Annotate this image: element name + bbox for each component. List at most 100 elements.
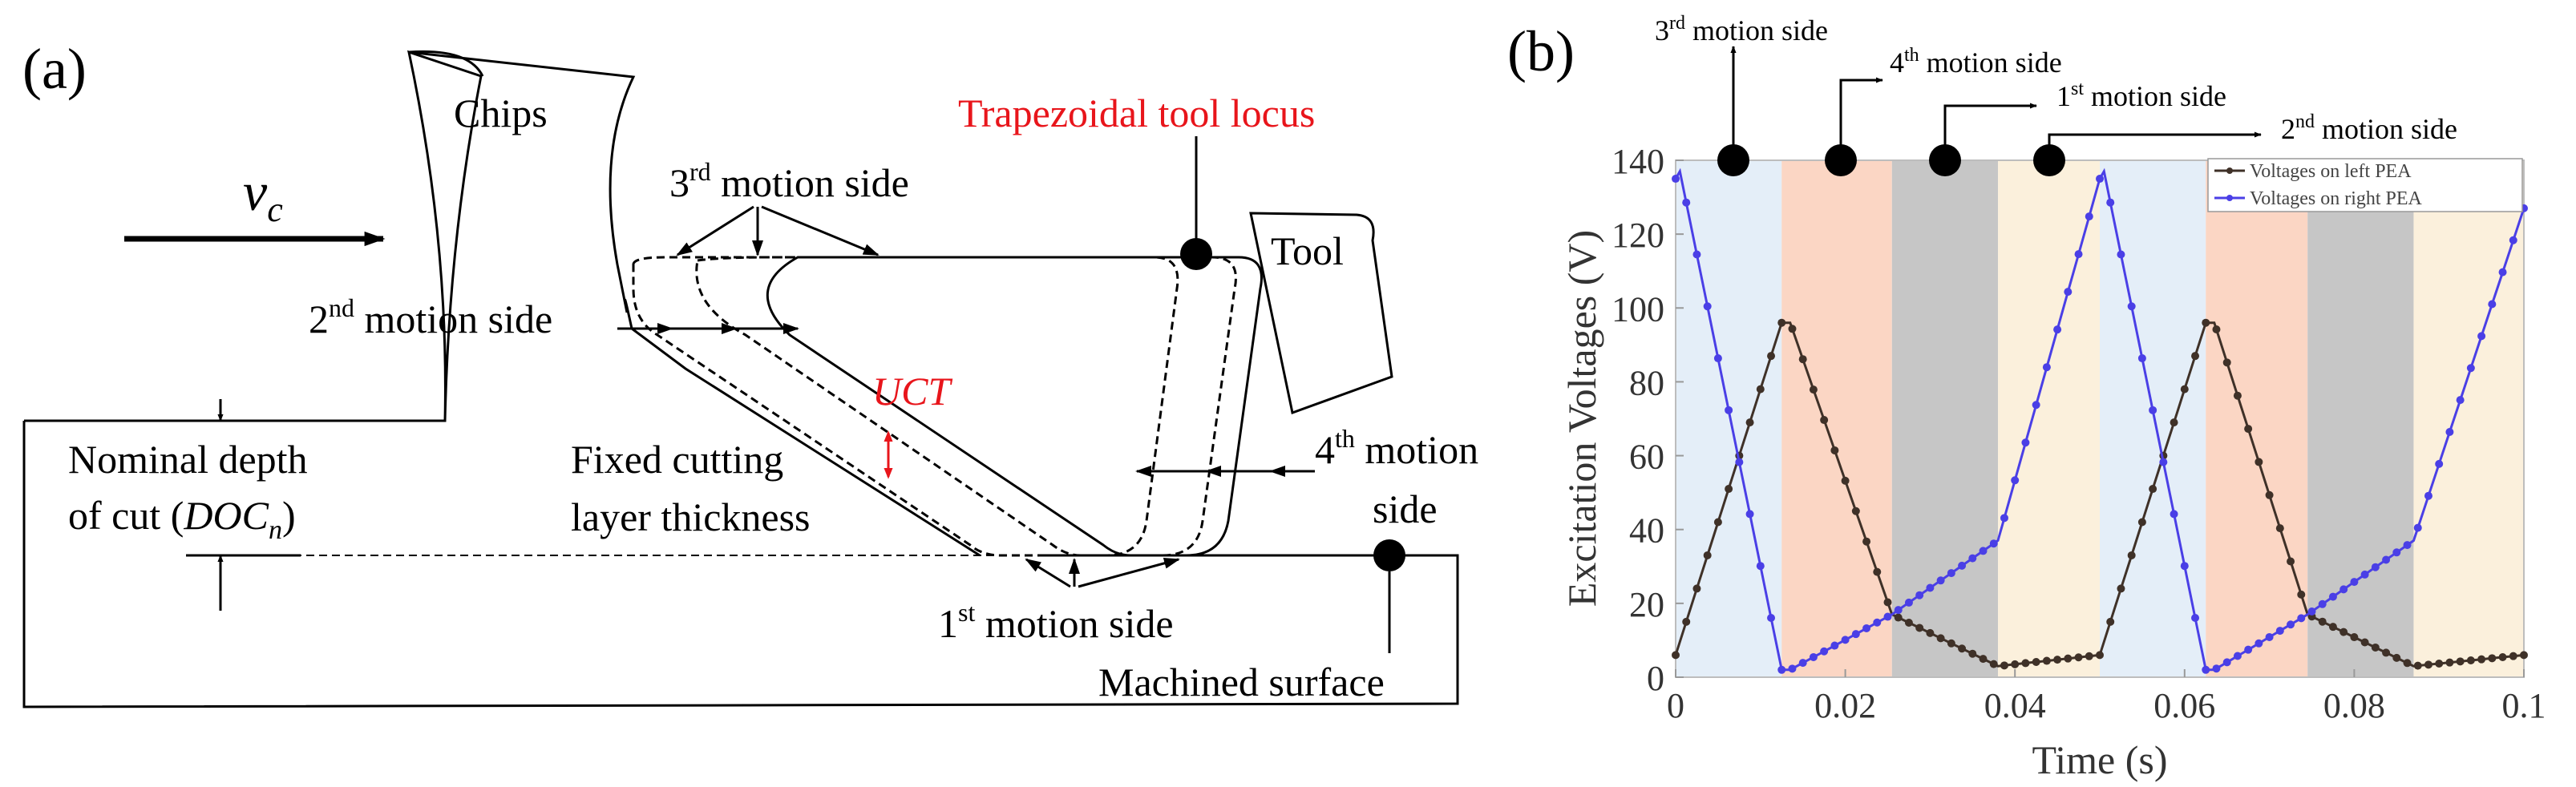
series-0-point xyxy=(2287,557,2295,566)
series-1-point xyxy=(1682,198,1691,207)
chips-label: Chips xyxy=(454,91,548,135)
phase-band-6 xyxy=(2307,160,2414,677)
fixed-thickness-line1: Fixed cutting xyxy=(571,437,783,482)
series-0-point xyxy=(1968,649,1977,658)
doc-label-line1: Nominal depth xyxy=(68,437,308,482)
series-0-point xyxy=(2424,660,2432,669)
phase-arrow-2nd xyxy=(2048,131,2262,146)
phase-label-3rd: 3rd motion side xyxy=(1655,13,1828,46)
series-0-point xyxy=(1809,385,1818,394)
series-1-point xyxy=(2117,250,2125,259)
x-tick-label: 0.04 xyxy=(1984,686,2046,725)
series-0-point xyxy=(2202,318,2210,327)
series-1-point xyxy=(2021,438,2030,447)
series-1-point xyxy=(2180,562,2189,571)
series-1-point xyxy=(1883,612,1892,621)
series-1-point xyxy=(2085,212,2093,221)
legend: Voltages on left PEA Voltages on right P… xyxy=(2207,158,2523,212)
series-1-point xyxy=(2222,658,2231,667)
series-0-point xyxy=(2318,617,2327,626)
panel-b-label: (b) xyxy=(1507,19,1575,83)
series-1-point xyxy=(2042,363,2051,372)
phase-arrow-1st xyxy=(1943,103,2037,146)
series-0-point xyxy=(1873,567,1882,576)
series-1-point xyxy=(2509,236,2517,244)
series-0-point xyxy=(2255,458,2263,466)
cutting-velocity-label: vc xyxy=(243,161,283,229)
series-1-point xyxy=(2413,523,2422,532)
series-1-point xyxy=(2074,250,2083,259)
tool-label: Tool xyxy=(1271,228,1344,273)
series-0-point xyxy=(2488,654,2497,663)
fixed-thickness-line2: layer thickness xyxy=(571,494,811,539)
series-0-point xyxy=(2032,657,2040,666)
series-0-point xyxy=(1989,660,1998,668)
series-0-point xyxy=(2137,518,2146,527)
phase-arrow-4th xyxy=(1839,77,1883,146)
phase-band-4 xyxy=(2100,160,2206,677)
series-0-point xyxy=(2064,654,2073,663)
series-1-point xyxy=(2371,563,2380,571)
series-1-point xyxy=(2403,541,2412,550)
series-1-point xyxy=(1820,647,1829,656)
series-0-point xyxy=(2106,617,2115,626)
series-0-point xyxy=(2180,385,2189,394)
series-0-point xyxy=(2117,584,2125,593)
series-1-point xyxy=(1745,510,1754,519)
series-lines xyxy=(1672,167,2528,674)
series-0-point xyxy=(2265,490,2274,499)
series-1-point xyxy=(2424,491,2432,500)
series-0-point xyxy=(2021,659,2030,668)
phase-band-7 xyxy=(2413,160,2524,677)
series-1-point xyxy=(2477,332,2486,341)
series-0-point xyxy=(2085,652,2093,660)
panel-a-label: (a) xyxy=(22,37,87,101)
series-1-point xyxy=(1703,302,1712,311)
series-1-point xyxy=(2466,364,2475,373)
series-1-point xyxy=(1830,641,1839,650)
series-0-point xyxy=(2498,653,2507,662)
series-1-point xyxy=(1777,665,1786,674)
series-1-point xyxy=(2127,302,2136,311)
series-1-point xyxy=(1862,624,1871,632)
series-1-point xyxy=(2350,578,2359,587)
legend-label-left: Voltages on left PEA xyxy=(2250,161,2412,182)
y-tick-label: 100 xyxy=(1612,289,1664,329)
tool-locus-dashed xyxy=(632,256,1237,557)
side3-arrow-1 xyxy=(676,205,754,256)
series-0-point xyxy=(1947,639,1955,648)
series-0-point xyxy=(1820,416,1829,425)
y-tick-label: 60 xyxy=(1629,438,1664,477)
series-0-point xyxy=(2096,651,2104,660)
series-1-point xyxy=(1915,591,1924,599)
series-0-point xyxy=(1682,617,1691,626)
series-1-point xyxy=(2244,645,2253,654)
series-1-point xyxy=(2275,627,2284,636)
series-0-point xyxy=(2297,590,2306,599)
series-0-point xyxy=(1883,598,1892,607)
series-0-point xyxy=(2244,425,2253,434)
side4-label-line2: side xyxy=(1373,486,1438,531)
series-1-point xyxy=(2265,632,2274,641)
series-0-point xyxy=(2371,643,2380,652)
series-0-point xyxy=(2170,418,2178,427)
series-1-point xyxy=(2137,354,2146,363)
side4-label: 4th motion xyxy=(1315,424,1478,472)
series-0-point xyxy=(1703,551,1712,559)
x-tick-label: 0.06 xyxy=(2153,686,2215,725)
phase-dot-2nd xyxy=(2033,144,2065,176)
x-tick-label: 0.1 xyxy=(2502,686,2546,725)
series-1-point xyxy=(2328,592,2337,601)
legend-label-right: Voltages on right PEA xyxy=(2250,188,2423,209)
chip-body xyxy=(408,50,981,557)
side1-label: 1st motion side xyxy=(938,598,1174,646)
series-0-point xyxy=(2275,524,2284,533)
series-1-point xyxy=(2149,406,2157,414)
y-tick-label: 80 xyxy=(1629,363,1664,402)
series-0-point xyxy=(1851,507,1860,515)
series-1-point xyxy=(2064,288,2073,297)
series-1-point xyxy=(1958,561,1967,570)
legend-box xyxy=(2207,158,2523,212)
